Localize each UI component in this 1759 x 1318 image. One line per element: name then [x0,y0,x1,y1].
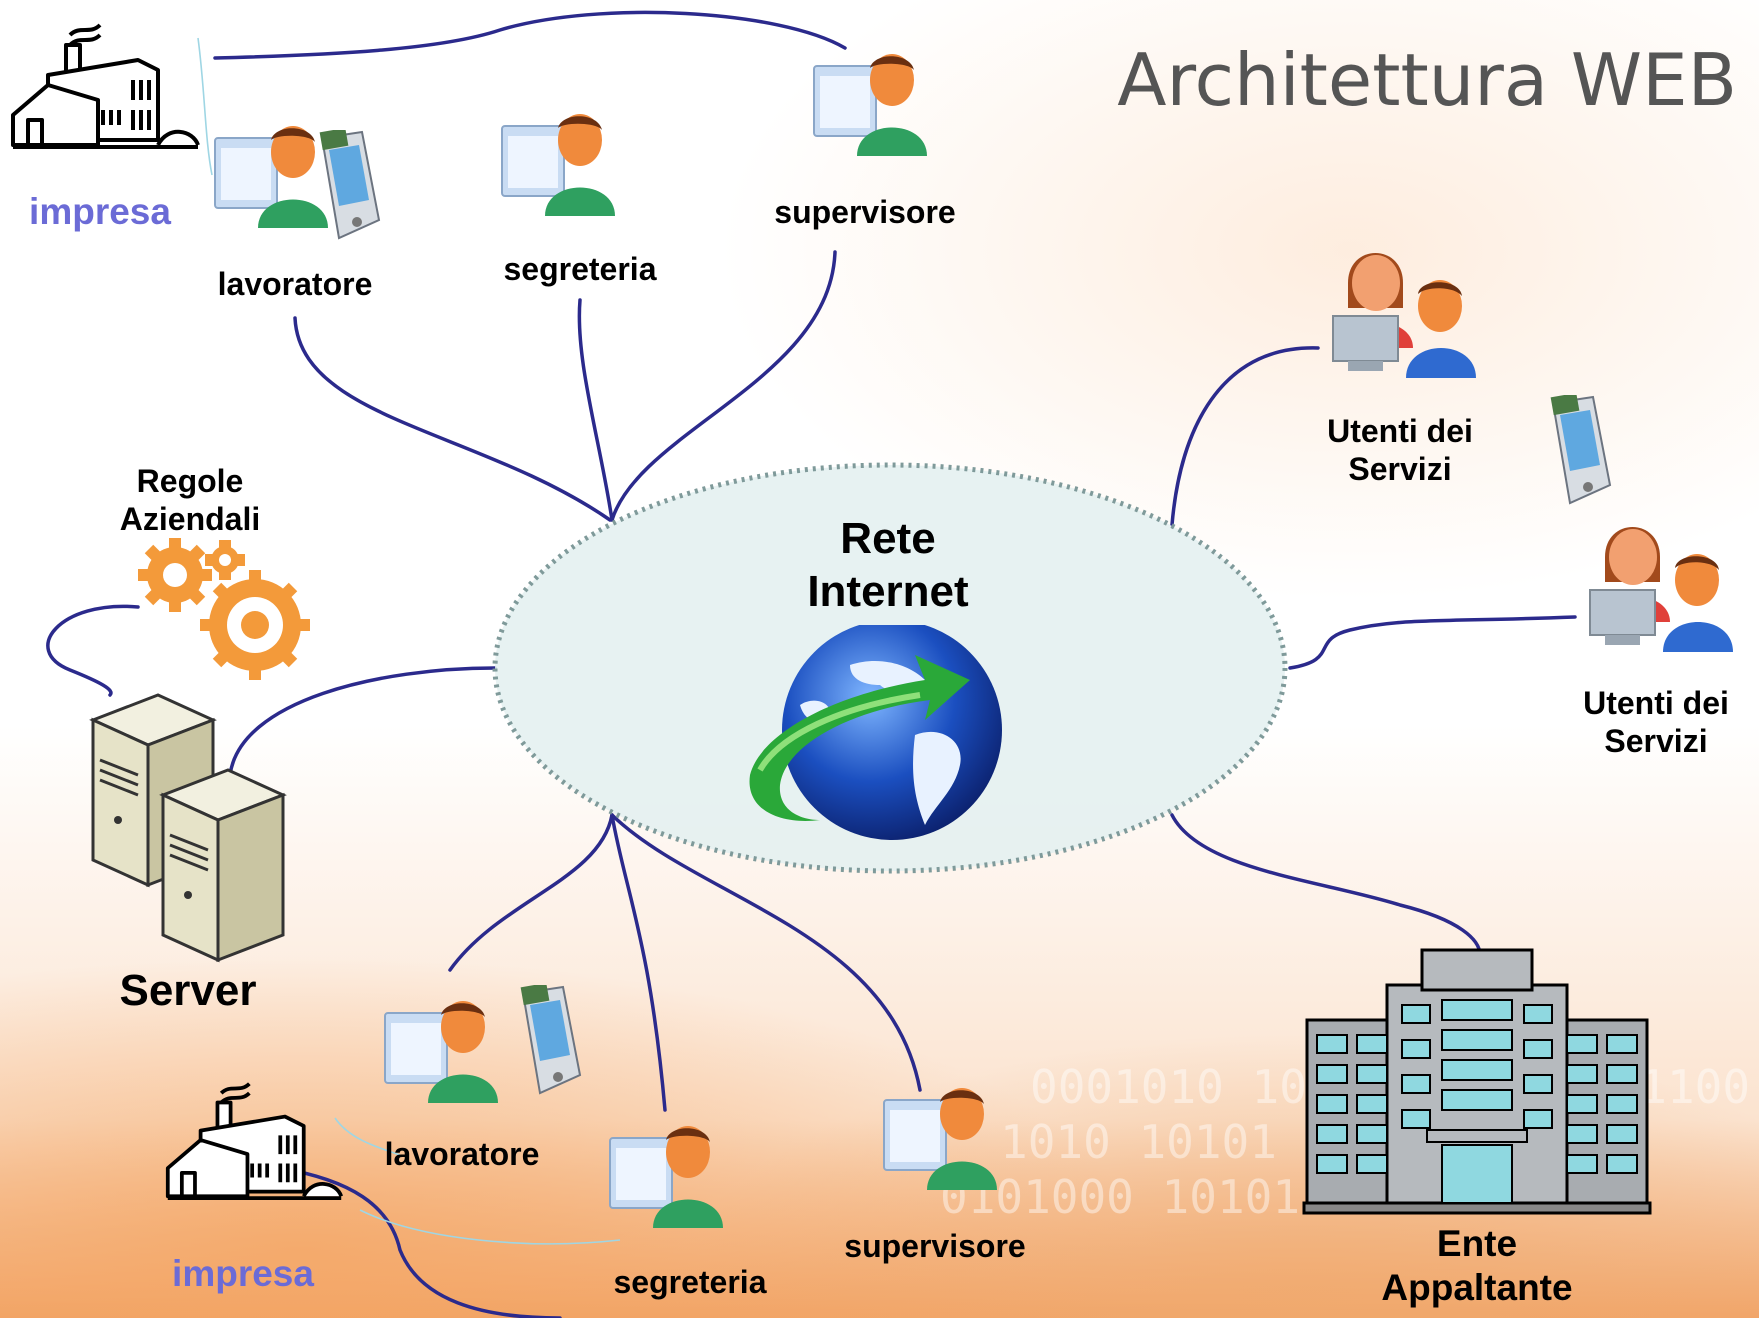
users-group-icon [1589,527,1733,652]
office-building-icon [1302,948,1652,1215]
lavoratore-top-label: lavoratore [217,266,373,302]
pda-icon [1550,395,1612,505]
server-icon [89,693,287,963]
factory-icon [165,1082,343,1200]
globe-icon [749,625,1002,840]
impresa-top-label: impresa [29,191,171,232]
workstation-user-icon [609,1126,723,1228]
segreteria-top-label: segreteria [503,251,657,287]
connector-segreteria-bottom [610,813,667,1112]
segreteria-bottom-label: segreteria [613,1264,767,1300]
connector-server [228,666,497,777]
workstation-user-icon [813,54,927,156]
connector-utenti2 [1288,615,1577,670]
connector-segreteria-top [577,298,614,522]
network-label: Rete Internet [807,514,969,616]
connector-regole [46,604,140,697]
page-title: Architettura WEB [1117,38,1737,122]
utenti-servizi-2-label: Utenti dei Servizi [1583,685,1729,760]
connector-ente [1170,813,1482,957]
ente-appaltante-label: Ente Appaltante [1381,1223,1573,1309]
workstation-user-icon [883,1088,997,1190]
connector-impresa-bottom [278,1166,562,1318]
server-label: Server [119,966,257,1015]
connector-lavoratore-top [293,316,612,522]
connector-supervisore-bottom [610,813,922,1092]
connector-utenti1 [1170,346,1320,527]
utenti-servizi-1-label: Utenti dei Servizi [1327,413,1473,488]
workstation-user-icon [384,1001,498,1103]
connector-lavoratore-bottom [448,813,614,972]
supervisore-bottom-label: supervisore [844,1228,1026,1264]
regole-aziendali-label: Regole Aziendali [119,463,261,538]
pda-icon [319,130,381,240]
impresa-bottom-label: impresa [172,1253,314,1294]
lavoratore-bottom-label: lavoratore [384,1136,540,1172]
pda-icon [520,985,582,1095]
connector-supervisore-top [610,250,837,522]
supervisore-top-label: supervisore [774,194,956,230]
factory-icon [11,23,200,149]
workstation-user-icon [501,114,615,216]
connector-impresa-supervisore [213,10,847,60]
gear-icon [138,538,310,680]
workstation-user-icon [214,126,328,228]
users-group-icon [1332,253,1476,378]
